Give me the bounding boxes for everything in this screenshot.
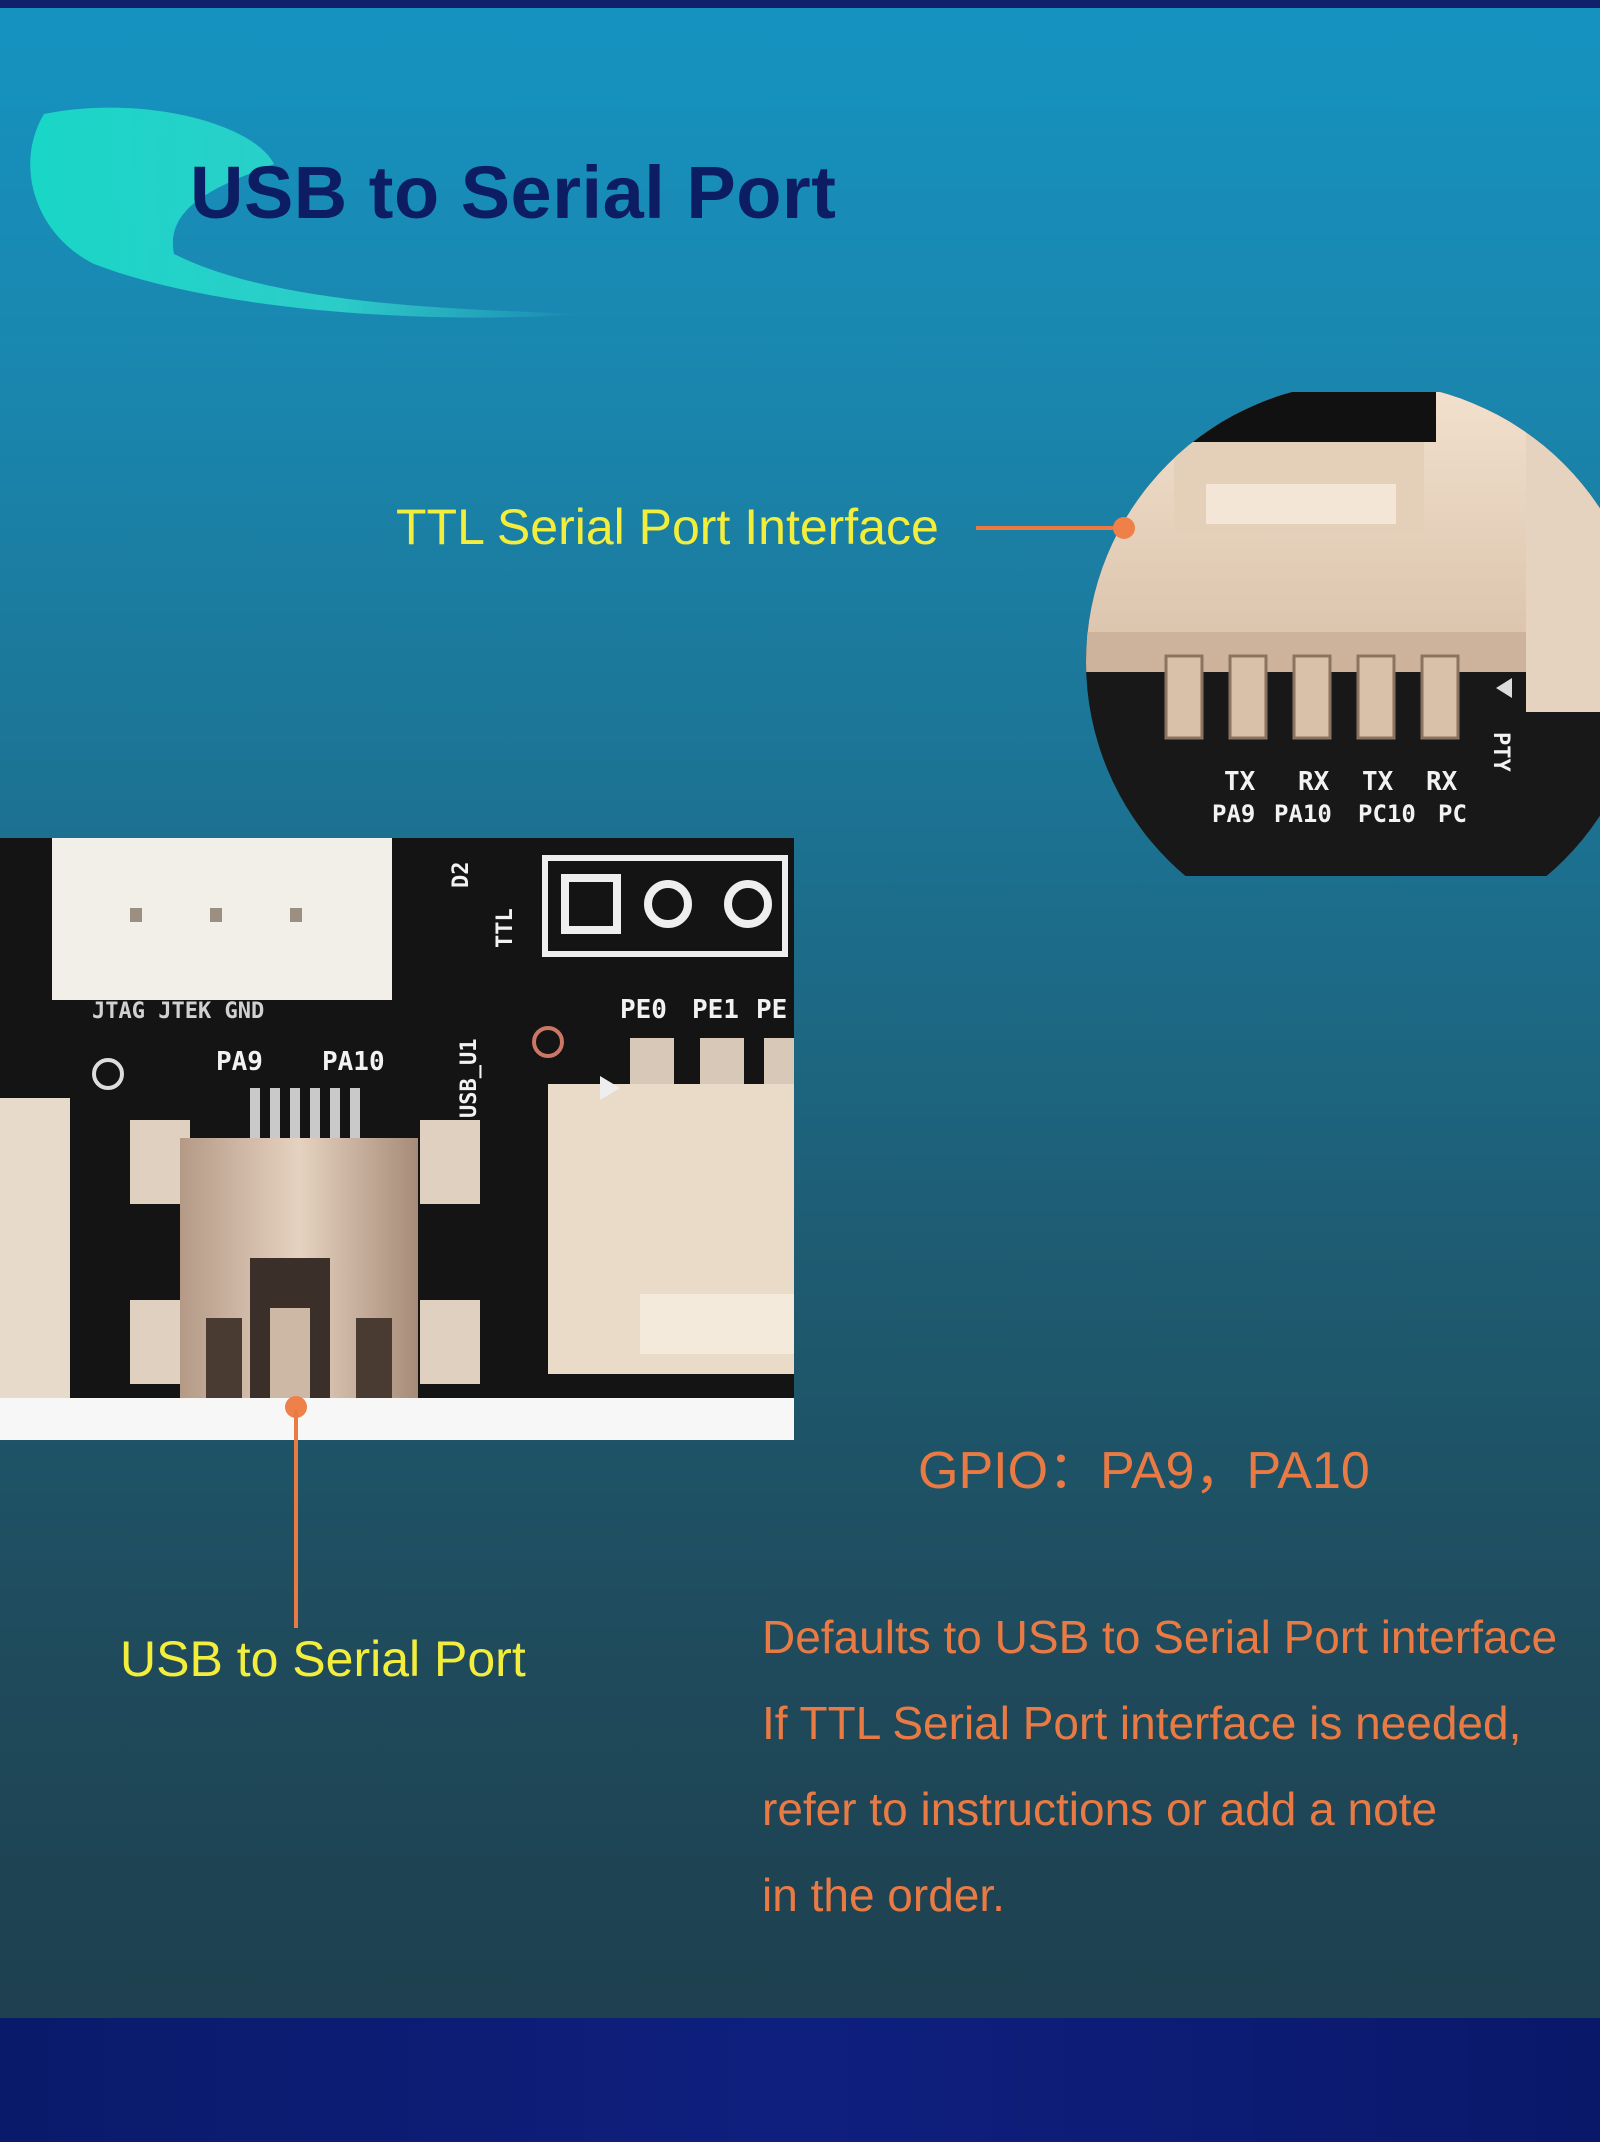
bottom-bar (0, 2018, 1600, 2142)
default-interface-note: Defaults to USB to Serial Port interface… (762, 1594, 1557, 1938)
zoom-row1-label-0: TX (1224, 767, 1256, 797)
zoom-row2-label-1: PA10 (1274, 800, 1332, 828)
title-swoosh-decoration (30, 107, 584, 318)
board-pin-label-1: PE1 (692, 995, 739, 1025)
zoom-row2-label-0: PA9 (1212, 800, 1255, 828)
board-usb-photo: TTL JTAG JTEK GND PA9 PA10 USB_U1 D2 PE0… (0, 838, 794, 1440)
gpio-pins-label: GPIO：PA9，PA10 (918, 1442, 1370, 1500)
board-pa9-label: PA9 (216, 1047, 263, 1077)
zoom-row1-label-3: RX (1426, 767, 1458, 797)
zoom-row1-label-1: RX (1298, 767, 1330, 797)
usb-leader-line (294, 1410, 298, 1628)
board-pin-label-2: PE (756, 995, 787, 1025)
board-d2-label: D2 (449, 862, 474, 889)
ttl-leader-line (976, 526, 1122, 530)
top-strip (0, 0, 1600, 8)
ttl-leader-dot (1113, 517, 1135, 539)
note-line-2: If TTL Serial Port interface is needed, (762, 1697, 1522, 1749)
usb-serial-label: USB to Serial Port (120, 1631, 526, 1687)
usb-leader-dot (285, 1396, 307, 1418)
board-jtag-label: JTAG JTEK GND (92, 999, 264, 1024)
zoom-side-label: PTY (1488, 732, 1513, 772)
zoom-row2-label-2: PC10 (1358, 800, 1416, 828)
ttl-interface-label: TTL Serial Port Interface (396, 499, 939, 555)
board-pa10-label: PA10 (322, 1047, 385, 1077)
zoom-row2-label-3: PC (1438, 800, 1467, 828)
zoom-row1-label-2: TX (1362, 767, 1394, 797)
note-line-3: refer to instructions or add a note (762, 1783, 1438, 1835)
note-line-1: Defaults to USB to Serial Port interface (762, 1611, 1558, 1663)
ttl-connector-zoom-photo: TX RX TX RX PA9 PA10 PC10 PC PTY (1086, 392, 1600, 876)
board-usb-u1-label: USB_U1 (457, 1039, 482, 1118)
note-line-4: in the order. (762, 1869, 1005, 1921)
board-ttl-label: TTL (493, 908, 518, 948)
page-title: USB to Serial Port (190, 151, 837, 234)
board-pin-label-0: PE0 (620, 995, 667, 1025)
